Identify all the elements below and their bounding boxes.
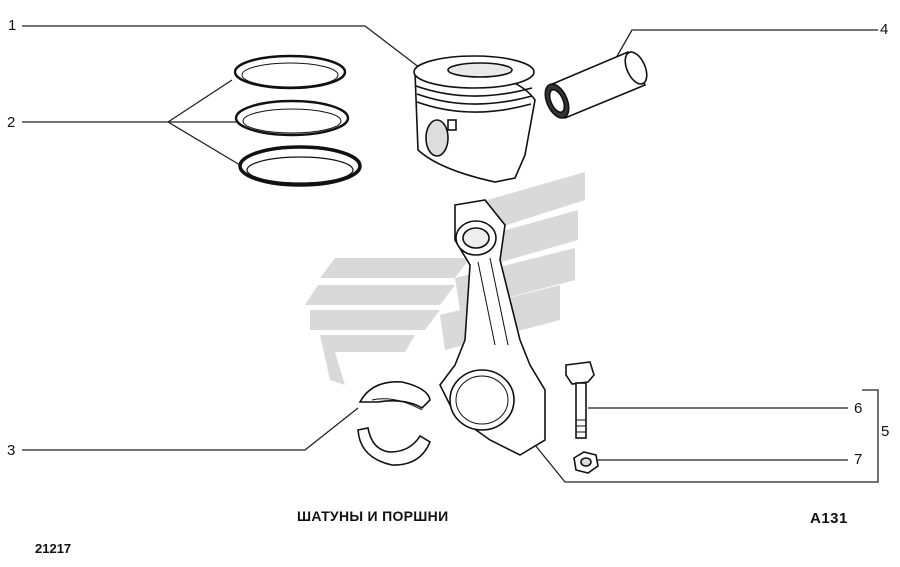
model-number: 21217 xyxy=(35,541,72,556)
leader-lines xyxy=(22,25,879,483)
piston-rings xyxy=(233,54,362,187)
bracket-5 xyxy=(862,389,879,483)
leader-4 xyxy=(611,29,878,66)
leader-3 xyxy=(22,407,359,451)
leader-1 xyxy=(22,25,421,69)
rod-bolt xyxy=(565,361,595,439)
callout-5: 5 xyxy=(881,423,890,440)
rod-nut xyxy=(573,451,599,474)
watermark-logo xyxy=(305,172,585,385)
callout-7: 7 xyxy=(854,451,863,468)
leader-5 xyxy=(534,444,862,483)
piston-pin xyxy=(544,50,648,120)
callout-4: 4 xyxy=(880,21,889,38)
leader-2 xyxy=(22,79,233,123)
bearing-shells xyxy=(357,381,432,466)
leader-2c xyxy=(167,121,241,166)
diagram-code: A131 xyxy=(810,510,848,527)
callout-2: 2 xyxy=(7,114,16,131)
connecting-rod xyxy=(439,199,546,456)
piston xyxy=(413,55,536,183)
callout-3: 3 xyxy=(7,442,16,459)
diagram-title: ШАТУНЫ И ПОРШНИ xyxy=(297,508,449,524)
callout-1: 1 xyxy=(8,17,17,34)
callout-6: 6 xyxy=(854,400,863,417)
